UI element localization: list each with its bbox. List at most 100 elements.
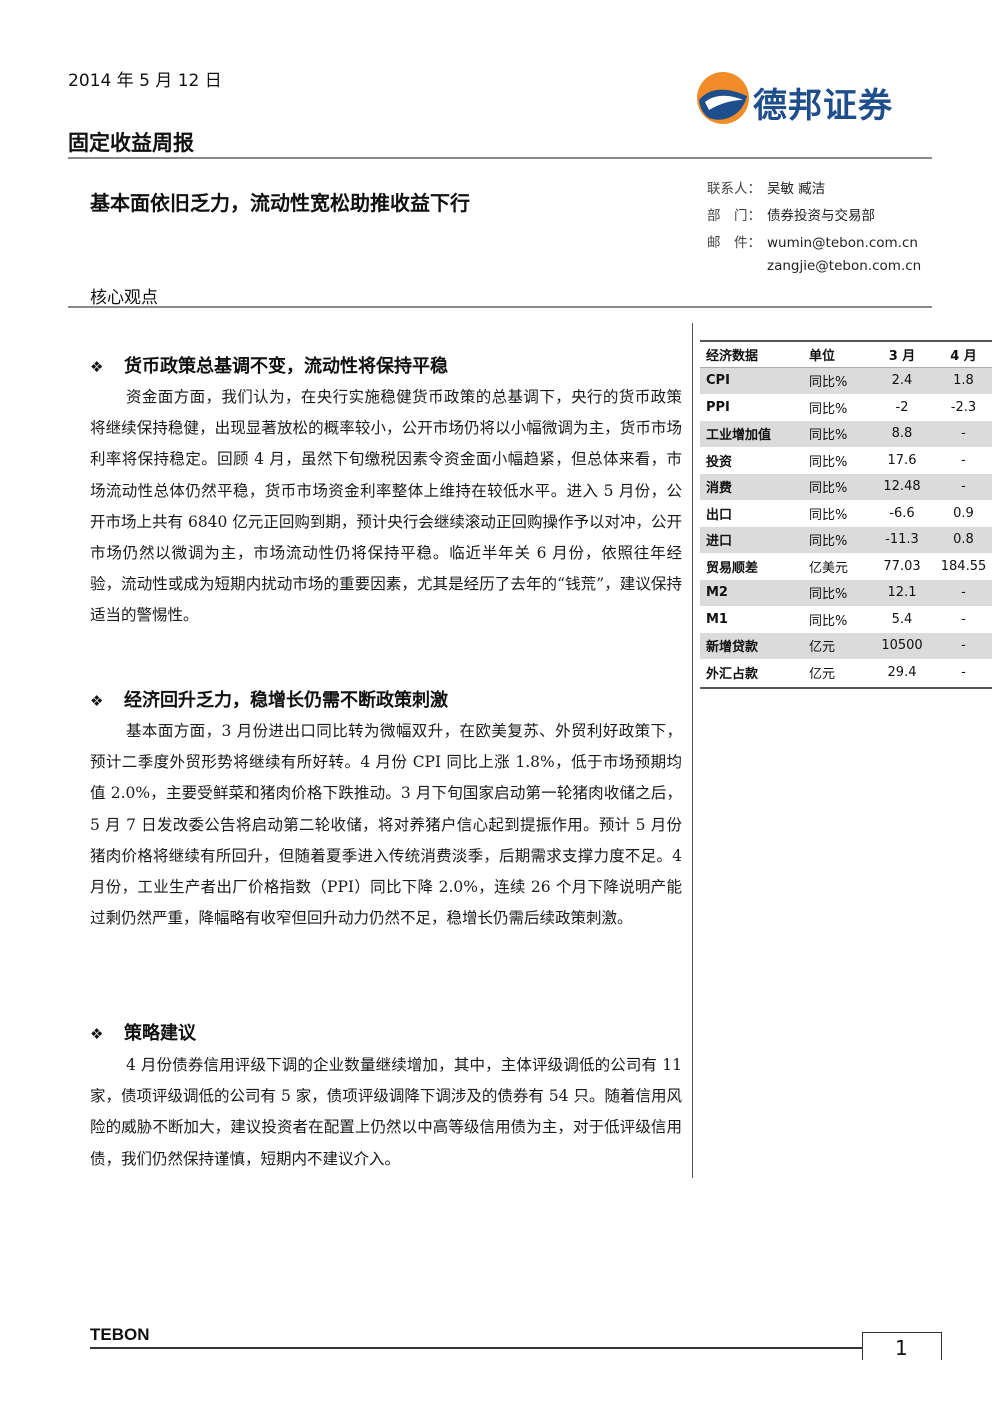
section-paragraph-2: 基本面方面，3 月份进出口同比转为微幅双升，在欧美复苏、外贸利好政策下，预计二季…: [90, 722, 682, 928]
april-value-cell: -: [935, 579, 992, 607]
section-heading-2: ❖ 经济回升乏力，稳增长仍需不断政策刺激: [90, 686, 448, 712]
unit-cell: 同比%: [803, 579, 869, 607]
report-title: 基本面依旧乏力，流动性宽松助推收益下行: [90, 191, 470, 215]
table-row: 工业增加值同比%8.8-: [700, 420, 992, 448]
indicator-cell: 消费: [700, 473, 803, 501]
april-value-cell: 1.8: [935, 367, 992, 395]
april-value-cell: -: [935, 473, 992, 501]
march-value-cell: 5.4: [869, 606, 935, 633]
contact-person-label: 联系人：: [707, 181, 761, 197]
unit-cell: 亿元: [803, 632, 869, 660]
section-heading-text: 经济回升乏力，稳增长仍需不断政策刺激: [124, 690, 448, 711]
column-divider: [692, 323, 693, 1178]
indicator-cell: 工业增加值: [700, 420, 803, 448]
unit-cell: 同比%: [803, 447, 869, 474]
contact-email-label: 邮 件：: [707, 235, 761, 251]
contact-person-value: 吴敏 臧洁: [767, 181, 826, 197]
unit-cell: 同比%: [803, 473, 869, 501]
indicator-cell: 投资: [700, 447, 803, 474]
diamond-bullet-icon: ❖: [90, 358, 104, 376]
report-type: 固定收益周报: [68, 131, 194, 155]
april-value-cell: -2.3: [935, 394, 992, 421]
unit-cell: 同比%: [803, 367, 869, 395]
march-value-cell: -6.6: [869, 500, 935, 527]
section-paragraph-1: 资金面方面，我们认为，在央行实施稳健货币政策的总基调下，央行的货币政策将继续保持…: [90, 388, 682, 625]
contact-dept: 部 门： 债券投资与交易部: [707, 204, 875, 224]
header-divider: [68, 157, 932, 159]
april-value-cell: -: [935, 447, 992, 474]
march-value-cell: 17.6: [869, 447, 935, 474]
contact-email-1[interactable]: wumin@tebon.com.cn: [767, 235, 918, 251]
indicator-cell: M1: [700, 606, 803, 633]
core-view-label: 核心观点: [90, 288, 158, 308]
unit-cell: 同比%: [803, 394, 869, 421]
march-value-cell: 77.03: [869, 553, 935, 580]
page-number: 1: [895, 1336, 908, 1360]
page-number-box: [862, 1332, 942, 1360]
april-value-cell: 0.9: [935, 500, 992, 527]
logo-text: 德邦证券: [753, 86, 893, 126]
section-divider: [68, 306, 932, 308]
march-value-cell: -2: [869, 394, 935, 421]
contact-person: 联系人： 吴敏 臧洁: [707, 177, 825, 197]
indicator-cell: 新增贷款: [700, 632, 803, 660]
april-value-cell: 184.55: [935, 553, 992, 580]
contact-email: 邮 件： wumin@tebon.com.cn: [707, 231, 918, 251]
unit-cell: 同比%: [803, 500, 869, 527]
indicator-cell: PPI: [700, 394, 803, 421]
logo-emblem-icon: [697, 72, 749, 124]
section-heading-1: ❖ 货币政策总基调不变，流动性将保持平稳: [90, 352, 448, 378]
indicator-cell: 出口: [700, 500, 803, 527]
diamond-bullet-icon: ❖: [90, 692, 104, 710]
section-heading-3: ❖ 策略建议: [90, 1019, 196, 1045]
unit-cell: 同比%: [803, 526, 869, 554]
march-value-cell: 2.4: [869, 367, 935, 395]
april-value-cell: -: [935, 659, 992, 686]
indicator-cell: 贸易顺差: [700, 553, 803, 580]
table-header-cell: 经济数据: [700, 340, 803, 368]
indicator-cell: CPI: [700, 367, 803, 395]
contact-dept-label: 部 门：: [707, 208, 761, 224]
april-value-cell: 0.8: [935, 526, 992, 554]
table-row: 消费同比%12.48-: [700, 473, 992, 501]
indicator-cell: M2: [700, 579, 803, 607]
indicator-cell: 外汇占款: [700, 659, 803, 686]
table-header-cell: 4 月: [935, 340, 992, 368]
unit-cell: 同比%: [803, 420, 869, 448]
march-value-cell: 29.4: [869, 659, 935, 686]
march-value-cell: 12.1: [869, 579, 935, 607]
april-value-cell: -: [935, 420, 992, 448]
march-value-cell: 8.8: [869, 420, 935, 448]
footer-brand: TEBON: [90, 1325, 150, 1344]
section-heading-text: 策略建议: [124, 1023, 196, 1044]
table-header-cell: 单位: [803, 340, 869, 368]
april-value-cell: -: [935, 632, 992, 660]
table-header-row: 经济数据 单位 3 月 4 月: [700, 340, 992, 368]
contact-email-2[interactable]: zangjie@tebon.com.cn: [767, 258, 922, 274]
unit-cell: 亿美元: [803, 553, 869, 580]
march-value-cell: 10500: [869, 632, 935, 660]
table-row: 投资同比%17.6-: [700, 447, 992, 474]
march-value-cell: -11.3: [869, 526, 935, 554]
unit-cell: 亿元: [803, 659, 869, 686]
diamond-bullet-icon: ❖: [90, 1025, 104, 1043]
contact-dept-value: 债券投资与交易部: [767, 208, 875, 224]
march-value-cell: 12.48: [869, 473, 935, 501]
section-heading-text: 货币政策总基调不变，流动性将保持平稳: [124, 356, 448, 377]
report-date: 2014 年 5 月 12 日: [68, 71, 222, 91]
footer-divider: [90, 1347, 932, 1349]
april-value-cell: -: [935, 606, 992, 633]
unit-cell: 同比%: [803, 606, 869, 633]
indicator-cell: 进口: [700, 526, 803, 554]
table-bottom-rule: [700, 687, 992, 689]
